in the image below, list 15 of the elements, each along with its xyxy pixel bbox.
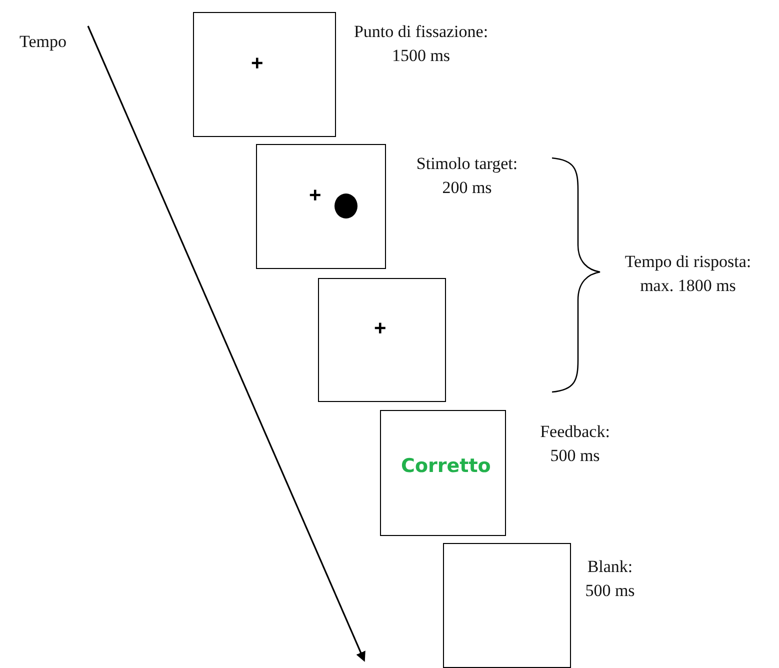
screen-box xyxy=(256,144,386,269)
fixation-cross: + xyxy=(374,318,386,340)
response-time-caption: Tempo di risposta: max. 1800 ms xyxy=(624,251,752,297)
screen-box xyxy=(380,410,506,536)
duration-caption: Feedback: 500 ms xyxy=(539,421,611,467)
fixation-cross: + xyxy=(309,185,322,207)
screen-box xyxy=(318,278,446,402)
fixation-cross: + xyxy=(251,53,264,75)
feedback-text: Corretto xyxy=(401,455,491,477)
duration-caption: Stimolo target: 200 ms xyxy=(415,153,519,199)
screen-box xyxy=(443,543,571,668)
axis-label: Tempo xyxy=(18,31,68,53)
duration-caption: Punto di fissazione: 1500 ms xyxy=(352,21,490,67)
duration-caption: Blank: 500 ms xyxy=(584,556,636,602)
screen-box xyxy=(193,12,336,137)
